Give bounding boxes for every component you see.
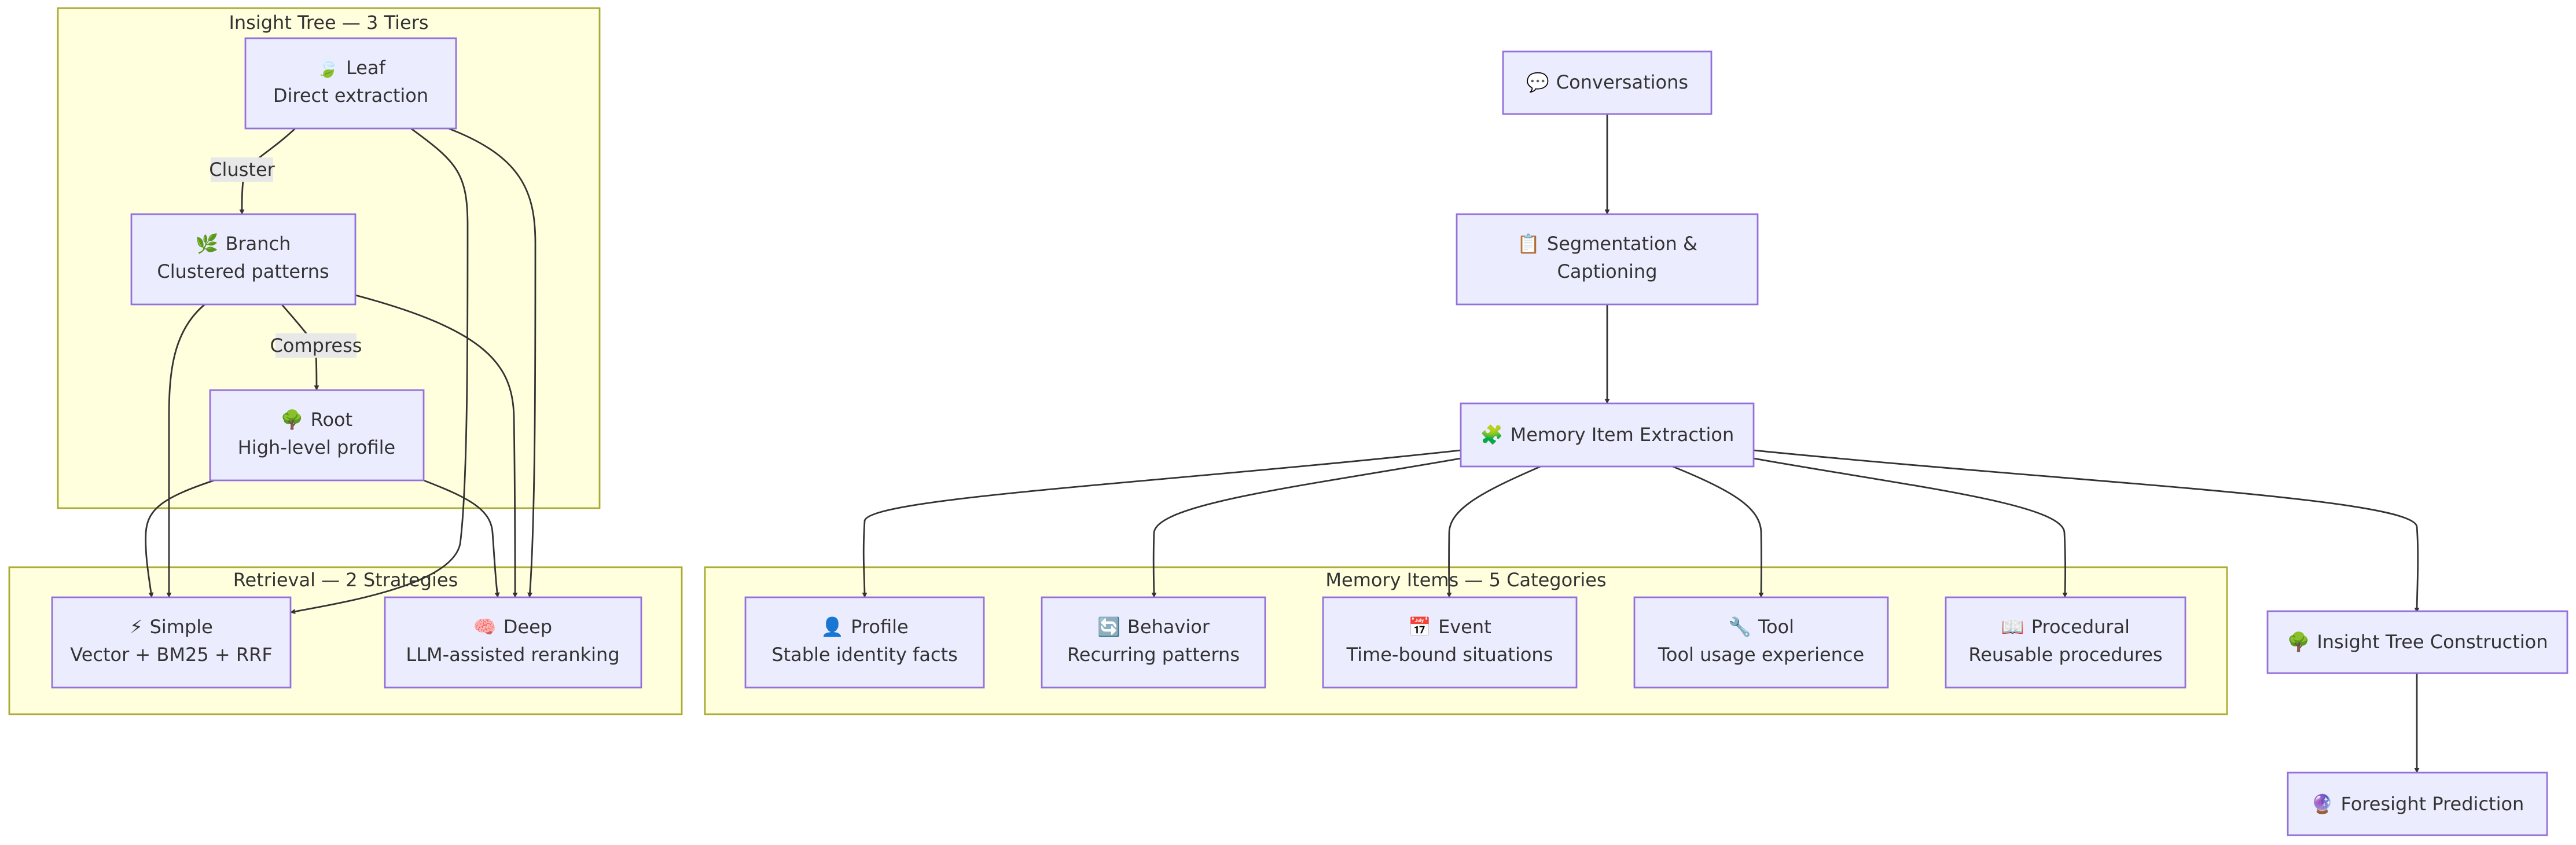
- svg-text:📖Procedural: 📖 Procedural: [2001, 616, 2130, 638]
- node-profile-subtitle: Stable identity facts: [771, 644, 957, 666]
- node-profile-title: Profile: [851, 616, 909, 638]
- edge-extraction-tool: [1672, 465, 1764, 598]
- edge-extraction-event: [1446, 465, 1541, 598]
- node-behavior-title: Behavior: [1127, 616, 1210, 638]
- edge-label-compress: Compress: [270, 333, 362, 358]
- svg-text:🔄Behavior: 🔄 Behavior: [1097, 616, 1210, 638]
- tree-icon: 🌳: [281, 409, 304, 431]
- node-segmentation-subtitle: Captioning: [1557, 260, 1657, 282]
- svg-text:🧩Memory Item Extraction: 🧩 Memory Item Extraction: [1480, 424, 1735, 446]
- node-insight-tree-construction[interactable]: 🌳 Insight Tree Construction: [2266, 610, 2568, 674]
- node-procedural-subtitle: Reusable procedures: [1968, 644, 2162, 666]
- herb-icon: 🌿: [196, 233, 219, 255]
- node-root-subtitle: High-level profile: [238, 436, 395, 458]
- node-deep-title: Deep: [504, 616, 552, 638]
- calendar-icon: 📅: [1408, 616, 1431, 638]
- svg-text:⚡Simple: ⚡ Simple: [130, 616, 213, 638]
- svg-text:🔮Foresight Prediction: 🔮 Foresight Prediction: [2311, 793, 2524, 815]
- node-procedural[interactable]: 📖 Procedural Reusable procedures: [1945, 596, 2187, 689]
- cluster-memory-items-title: Memory Items — 5 Categories: [1325, 569, 1606, 591]
- svg-text:🌿Branch: 🌿 Branch: [196, 233, 291, 255]
- node-root[interactable]: 🌳 Root High-level profile: [209, 389, 425, 482]
- node-branch[interactable]: 🌿 Branch Clustered patterns: [130, 213, 357, 306]
- cluster-retrieval-title: Retrieval — 2 Strategies: [233, 569, 458, 591]
- node-branch-subtitle: Clustered patterns: [157, 260, 329, 282]
- edge-root-deep: [423, 479, 500, 598]
- node-root-title: Root: [311, 409, 353, 431]
- node-extraction[interactable]: 🧩 Memory Item Extraction: [1460, 402, 1755, 468]
- node-simple-title: Simple: [150, 616, 213, 638]
- edge-extraction-behavior: [1151, 457, 1461, 598]
- person-icon: 👤: [821, 616, 844, 638]
- book-icon: 📖: [2001, 616, 2024, 638]
- crystal-ball-icon: 🔮: [2311, 793, 2334, 815]
- node-foresight-title: Foresight Prediction: [2341, 793, 2524, 815]
- leaf-icon: 🍃: [316, 57, 339, 79]
- node-conversations-title: Conversations: [1556, 71, 1688, 93]
- node-branch-title: Branch: [225, 233, 291, 255]
- svg-text:🌳Insight Tree Construction: 🌳 Insight Tree Construction: [2287, 631, 2548, 653]
- svg-text:🌳Root: 🌳 Root: [281, 409, 352, 431]
- edge-extraction-profile: [862, 449, 1461, 598]
- svg-text:📅Event: 📅 Event: [1408, 616, 1491, 638]
- brain-icon: 🧠: [473, 616, 497, 638]
- node-event-title: Event: [1438, 616, 1491, 638]
- svg-text:🔧Tool: 🔧 Tool: [1728, 616, 1794, 638]
- node-tool[interactable]: 🔧 Tool Tool usage experience: [1633, 596, 1889, 689]
- cluster-insight-tree-title: Insight Tree — 3 Tiers: [229, 12, 428, 34]
- edge-leaf-deep: [448, 127, 536, 598]
- node-deep[interactable]: 🧠 Deep LLM-assisted reranking: [384, 596, 642, 689]
- edge-label-compress-text: Compress: [270, 335, 362, 357]
- cycle-icon: 🔄: [1097, 616, 1120, 638]
- tree-icon: 🌳: [2287, 631, 2310, 653]
- edge-branch-simple: [166, 303, 206, 598]
- wrench-icon: 🔧: [1728, 616, 1751, 638]
- edge-label-cluster: Cluster: [209, 157, 275, 182]
- node-tool-title: Tool: [1758, 616, 1794, 638]
- svg-text:📋Segmentation &: 📋 Segmentation &: [1517, 233, 1697, 255]
- node-simple-subtitle: Vector + BM25 + RRF: [70, 644, 272, 666]
- edge-root-simple: [145, 479, 215, 598]
- node-behavior-subtitle: Recurring patterns: [1067, 644, 1240, 666]
- svg-text:👤Profile: 👤 Profile: [821, 616, 908, 638]
- node-segmentation-title: Segmentation &: [1547, 233, 1697, 255]
- edge-branch-deep: [355, 294, 518, 598]
- node-segmentation[interactable]: 📋 Segmentation & Captioning: [1456, 213, 1759, 306]
- edge-extraction-procedural: [1753, 457, 2068, 598]
- node-leaf-subtitle: Direct extraction: [273, 84, 428, 106]
- node-insight-tree-construction-title: Insight Tree Construction: [2317, 631, 2548, 653]
- node-foresight[interactable]: 🔮 Foresight Prediction: [2287, 771, 2548, 836]
- clipboard-icon: 📋: [1517, 233, 1540, 255]
- node-event[interactable]: 📅 Event Time-bound situations: [1322, 596, 1578, 689]
- node-tool-subtitle: Tool usage experience: [1658, 644, 1864, 666]
- node-event-subtitle: Time-bound situations: [1346, 644, 1553, 666]
- svg-text:💬Conversations: 💬 Conversations: [1526, 71, 1688, 93]
- puzzle-icon: 🧩: [1480, 424, 1504, 446]
- node-extraction-title: Memory Item Extraction: [1511, 424, 1735, 446]
- edge-leaf-simple: [290, 127, 469, 614]
- edge-extraction-insight-tree: [1753, 449, 2420, 613]
- node-simple[interactable]: ⚡ Simple Vector + BM25 + RRF: [51, 596, 292, 689]
- svg-text:🧠Deep: 🧠 Deep: [473, 616, 552, 638]
- edge-label-cluster-text: Cluster: [209, 159, 275, 181]
- speech-bubble-icon: 💬: [1526, 71, 1549, 93]
- node-leaf[interactable]: 🍃 Leaf Direct extraction: [244, 37, 457, 130]
- node-deep-subtitle: LLM-assisted reranking: [406, 644, 619, 666]
- node-behavior[interactable]: 🔄 Behavior Recurring patterns: [1041, 596, 1266, 689]
- node-leaf-title: Leaf: [346, 57, 386, 79]
- node-profile[interactable]: 👤 Profile Stable identity facts: [744, 596, 985, 689]
- lightning-icon: ⚡: [130, 616, 142, 638]
- svg-text:🍃Leaf: 🍃 Leaf: [316, 57, 385, 79]
- edges: [145, 114, 2420, 773]
- node-procedural-title: Procedural: [2031, 616, 2130, 638]
- node-conversations[interactable]: 💬 Conversations: [1502, 50, 1713, 115]
